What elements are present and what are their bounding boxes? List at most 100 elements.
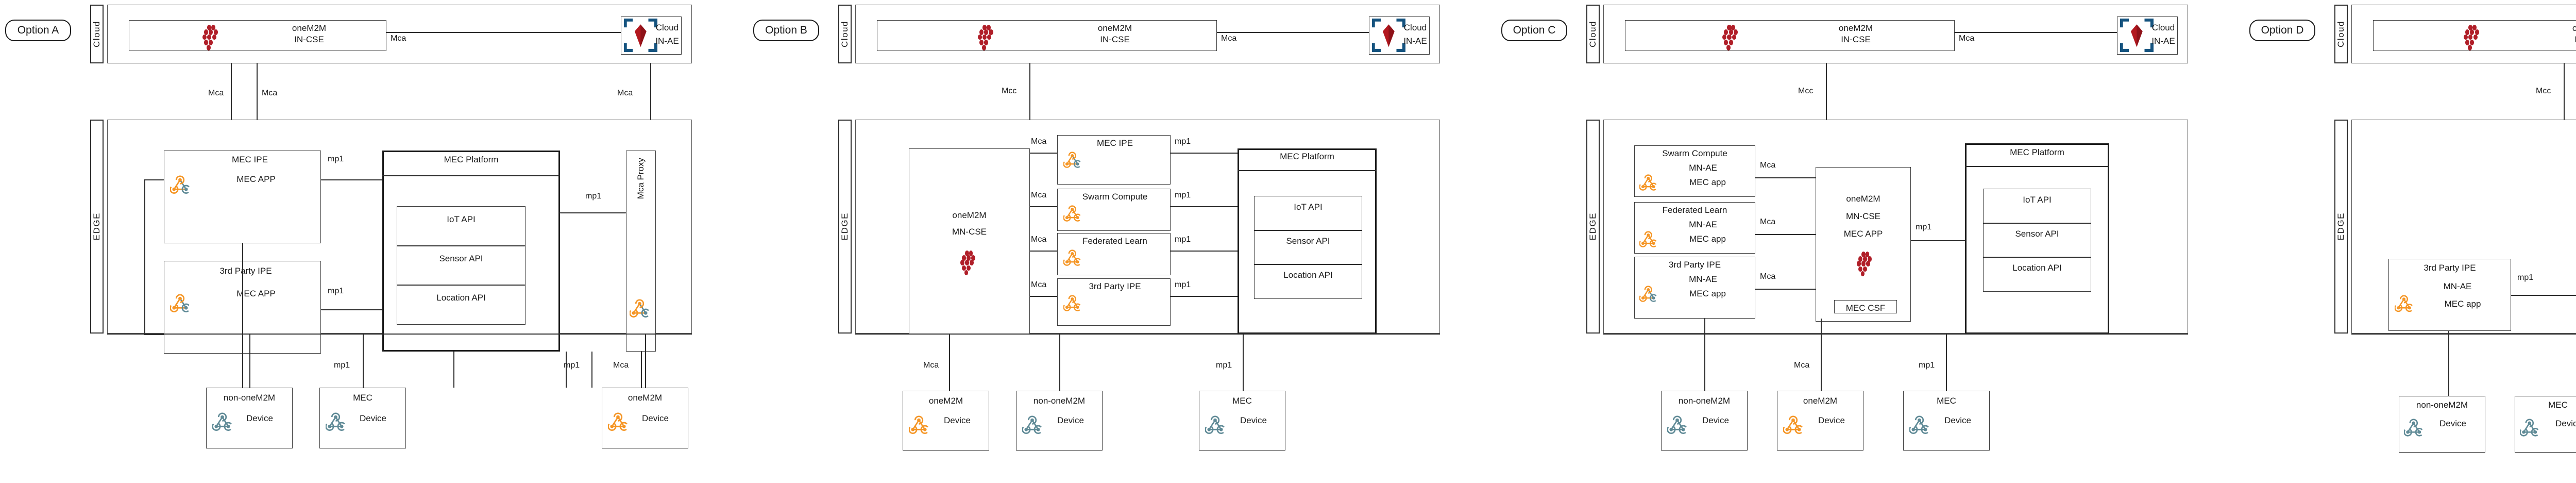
- mca-proxy-box: [626, 151, 656, 352]
- onem2m-in-cse-box-A: [129, 20, 386, 51]
- dev-v-1: [949, 334, 950, 391]
- option-pill-A[interactable]: Option A: [5, 20, 71, 41]
- cloud-mca-label: Mca: [1959, 34, 1975, 43]
- app-node-icon: [1063, 152, 1081, 168]
- tp-l1: 3rd Party IPE: [2424, 263, 2476, 273]
- cloud-inae-icon: [623, 18, 658, 53]
- onem2m-flower-icon: [1722, 25, 1738, 51]
- app-node-icon: [1063, 295, 1081, 311]
- dev-v-3: [1946, 334, 1947, 391]
- device-line2-1: Device: [2555, 419, 2576, 428]
- mec-platform-title: MEC Platform: [1280, 152, 1334, 161]
- in-cse-line2: IN-CSE: [294, 35, 324, 44]
- option-pill-B[interactable]: Option B: [753, 20, 819, 41]
- device-line2-0: Device: [944, 415, 971, 425]
- api-divider-0: [1983, 223, 2091, 224]
- app-node-icon: [1063, 249, 1081, 266]
- mcc-label: Mcc: [1002, 87, 1017, 95]
- dev-v-1: [249, 334, 250, 388]
- dev-line-3: [641, 352, 642, 388]
- mec-ipe-mp1: mp1: [328, 155, 344, 163]
- mec-ipe-app-box: [164, 151, 321, 243]
- device-box-0: [903, 391, 989, 451]
- mp1-link-2: [321, 309, 382, 310]
- app-node-icon: [1639, 286, 1657, 302]
- mec-platform-divider: [1965, 166, 2109, 167]
- device-node-icon: [1022, 415, 1042, 434]
- api-divider-1: [1254, 264, 1362, 265]
- edge-app-l3-0: MEC app: [1689, 177, 1726, 187]
- device-line2-0: Device: [246, 413, 273, 423]
- edge-layer-label-A: EDGE: [90, 120, 104, 334]
- app-mp1-line-0: [1171, 153, 1238, 154]
- app-node-icon: [1639, 231, 1657, 247]
- tp-platform-link: [2511, 295, 2576, 296]
- app-node-icon: [170, 294, 190, 312]
- edge-app-l2-1: MN-AE: [1689, 220, 1717, 229]
- dev-v-3: [645, 334, 646, 388]
- tp-ipe-mp1: mp1: [328, 287, 344, 295]
- app-mp1-line-2: [1171, 251, 1238, 252]
- edge-app-label-3: 3rd Party IPE: [1089, 281, 1141, 291]
- mca-label-1: Mca: [208, 89, 224, 97]
- dev-lbl-3: mp1: [1919, 361, 1935, 370]
- device-line1-1: MEC: [2548, 400, 2568, 410]
- edge-app-box-2: [1634, 257, 1755, 319]
- app-node-icon: [170, 175, 190, 194]
- mec-ipe-left-v: [144, 179, 145, 334]
- mca-down-1: [231, 63, 232, 120]
- device-box-1: [319, 388, 406, 448]
- mec-ipe-left-seg: [144, 179, 164, 180]
- platform-mp1: mp1: [585, 192, 602, 201]
- cloud-layer-label-D: Cloud: [2334, 5, 2348, 63]
- onem2m-flower-icon: [202, 25, 218, 51]
- api-1: Sensor API: [2015, 229, 2059, 239]
- in-cse-line2: IN-CSE: [1100, 35, 1130, 44]
- onem2m-in-cse-box-B: [877, 20, 1217, 51]
- api-divider-1: [1983, 257, 2091, 258]
- edge-app-box-1: [1634, 202, 1755, 254]
- api-divider-0: [397, 245, 526, 246]
- mca-down-3: [650, 63, 651, 120]
- mcc-down: [1826, 63, 1827, 120]
- edge-app-box-0: [1057, 135, 1171, 185]
- cloud-inae-icon: [2119, 18, 2155, 53]
- mca-down-2: [257, 63, 258, 120]
- cloud-layer-label-A: Cloud: [90, 5, 104, 63]
- edge-layer-label-D-text: EDGE: [2336, 212, 2346, 241]
- device-line1-2: oneM2M: [628, 393, 663, 403]
- device-node-icon: [607, 412, 628, 431]
- in-ae-line2: IN-AE: [655, 36, 679, 46]
- edge-app-l3-2: MEC app: [1689, 289, 1726, 298]
- device-box-1: [1777, 391, 1863, 451]
- app-mp1-line-3: [1171, 296, 1238, 297]
- device-line1-2: MEC: [1937, 396, 1956, 406]
- device-line1-1: MEC: [353, 393, 372, 403]
- option-pill-D[interactable]: Option D: [2249, 20, 2315, 41]
- mec-platform-title: MEC Platform: [2010, 147, 2064, 157]
- in-cse-line1: oneM2M: [1097, 23, 1132, 33]
- dev-lbl-2: Mca: [1794, 361, 1810, 370]
- api-divider-1: [397, 285, 526, 286]
- edge-bottom-bus: [2351, 334, 2576, 335]
- onem2m-flower-icon: [1857, 252, 1872, 276]
- device-box-2: [1199, 391, 1285, 451]
- app-mca-line-1: [1030, 206, 1057, 207]
- cloud-layer-label-D-text: Cloud: [2336, 21, 2346, 47]
- device-line1-1: non-oneM2M: [1033, 396, 1086, 406]
- mca-label-2: Mca: [262, 89, 278, 97]
- edge-app-l2-0: MN-AE: [1689, 163, 1717, 173]
- api-2: Location API: [436, 293, 486, 303]
- third-party-ipe-box: [2388, 259, 2511, 331]
- device-line1-1: oneM2M: [1803, 396, 1838, 406]
- device-line2-1: Device: [1818, 415, 1845, 425]
- option-pill-C[interactable]: Option C: [1501, 20, 1567, 41]
- cloud-mca-link: [386, 32, 621, 33]
- edge-app-l1-2: 3rd Party IPE: [1668, 260, 1721, 270]
- dev-lbl-3b: Mca: [613, 361, 629, 370]
- dev-lbl-3: mp1: [1216, 361, 1232, 370]
- app-mca-line-0: [1030, 153, 1057, 154]
- cloud-in-ae-box-B: [1369, 16, 1430, 55]
